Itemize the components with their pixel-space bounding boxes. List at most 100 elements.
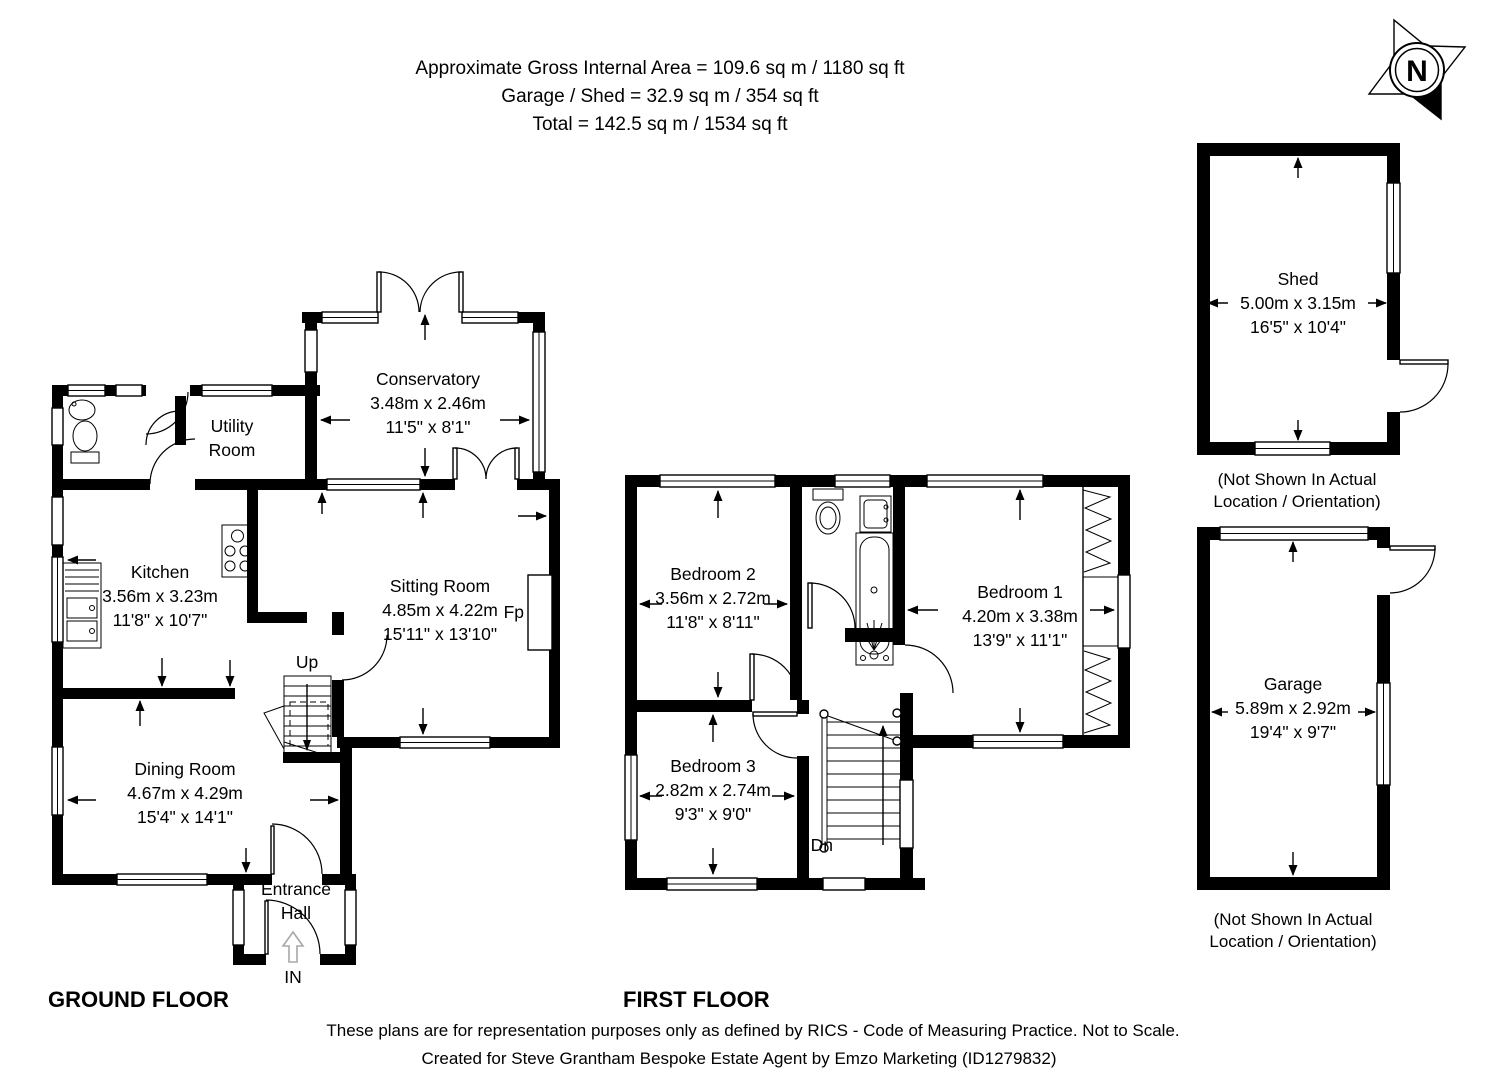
- first-floor-doors: [749, 582, 954, 759]
- bath-tap-icon: [883, 655, 889, 661]
- bedroom2-metric: 3.56m x 2.72m: [655, 588, 771, 608]
- footer-disclaimer: These plans are for representation purpo…: [326, 1021, 1179, 1068]
- door-leaf: [752, 711, 798, 717]
- garage-label: Garage: [1264, 674, 1322, 694]
- kitchen-imperial: 11'8" x 10'7": [113, 610, 208, 630]
- bedroom3-metric: 2.82m x 2.74m: [655, 780, 771, 800]
- wall-segment: [1197, 527, 1210, 890]
- door-opening: [1387, 360, 1400, 412]
- first-floor-plan: Bedroom 2 3.56m x 2.72m 11'8" x 8'11" Be…: [623, 474, 1131, 1012]
- first-floor-title: FIRST FLOOR: [623, 987, 770, 1012]
- bedroom3-imperial: 9'3" x 9'0": [675, 804, 752, 824]
- ground-floor-dimension-arrows: [67, 314, 547, 873]
- credit-text: Created for Steve Grantham Bespoke Estat…: [421, 1049, 1056, 1068]
- first-floor-labels: Bedroom 2 3.56m x 2.72m 11'8" x 8'11" Be…: [623, 564, 1078, 1012]
- wall-segment: [322, 874, 356, 885]
- door-arc: [271, 823, 323, 875]
- door-leaf: [1399, 359, 1449, 365]
- compass-inner-ring: [1394, 47, 1440, 93]
- stair-winder-line: [827, 715, 898, 742]
- conservatory-metric: 3.48m x 2.46m: [370, 393, 486, 413]
- basin-tap-icon: [71, 401, 77, 407]
- shed-location-note: Location / Orientation): [1213, 492, 1380, 511]
- compass-north-label: N: [1406, 55, 1428, 88]
- burner-icon: [231, 529, 244, 543]
- entrance-hall-label: Entrance: [261, 879, 331, 899]
- door-arc: [1399, 363, 1449, 413]
- sink-bowl-icon: [66, 620, 98, 642]
- first-floor-windows: [624, 474, 1131, 891]
- ground-floor-labels: Utility Room Conservatory 3.48m x 2.46m …: [48, 369, 524, 1012]
- total-area-text: Total = 142.5 sq m / 1534 sq ft: [532, 114, 788, 135]
- shed-plan: Shed 5.00m x 3.15m 16'5" x 10'4" (Not Sh…: [1197, 143, 1449, 511]
- bath-tap-icon: [860, 655, 866, 661]
- door-leaf: [376, 271, 382, 313]
- bath-tap-icon: [869, 650, 879, 660]
- door-arc: [341, 634, 388, 681]
- door-opening: [266, 954, 320, 965]
- door-arc: [752, 713, 798, 759]
- sink-unit-icon: [62, 562, 102, 649]
- fireplace-label: Fp: [504, 602, 524, 622]
- door-leaf: [458, 271, 464, 313]
- wall-segment: [893, 475, 905, 645]
- door-arc: [1389, 547, 1436, 594]
- bath-spray-line: [859, 627, 875, 651]
- first-floor-dimension-arrows: [639, 489, 1115, 875]
- door-arc: [809, 582, 856, 629]
- window: [115, 384, 143, 397]
- wardrobe-recess: [1117, 574, 1131, 649]
- bath-spray-line: [873, 627, 890, 651]
- stairs-dn-label: Dn: [811, 835, 833, 855]
- conservatory-imperial: 11'5" x 8'1": [386, 417, 471, 437]
- door-arc: [378, 271, 420, 313]
- first-floor-stairs: [819, 708, 902, 853]
- burner-icon: [224, 560, 236, 572]
- wall-segment: [1197, 877, 1390, 890]
- door-arc: [419, 271, 462, 313]
- entrance-hall-label: Hall: [281, 903, 311, 923]
- rics-disclaimer-text: These plans are for representation purpo…: [326, 1021, 1179, 1040]
- burner-icon: [224, 545, 236, 557]
- basin-tap-icon: [883, 504, 889, 510]
- shed-labels: Shed 5.00m x 3.15m 16'5" x 10'4" (Not Sh…: [1213, 269, 1380, 511]
- newel-post: [819, 843, 829, 853]
- window: [899, 779, 914, 849]
- door-arc: [145, 391, 189, 435]
- shed-dimension-arrows: [1207, 157, 1387, 441]
- basin-icon: [859, 495, 892, 533]
- stairs-up-label: Up: [296, 652, 318, 672]
- plug-icon: [89, 628, 95, 634]
- entrance-in-arrow-icon: [281, 930, 305, 963]
- window: [304, 329, 318, 373]
- wardrobe-hanging-zigzag: [1083, 650, 1113, 734]
- door-leaf: [264, 900, 269, 955]
- utility-room-label: Utility: [211, 416, 254, 436]
- door-opening: [1377, 548, 1390, 595]
- dining-room-metric: 4.67m x 4.29m: [127, 783, 243, 803]
- sitting-room-label: Sitting Room: [390, 576, 490, 596]
- wall-segment: [797, 700, 809, 714]
- door-arc: [904, 644, 954, 694]
- sink-bowl-icon: [66, 597, 98, 619]
- burner-icon: [239, 560, 251, 572]
- stair-direction-arrowhead: [303, 740, 311, 751]
- plug-icon: [89, 605, 95, 611]
- door-opening: [455, 479, 517, 490]
- fireplace-box: [527, 574, 553, 651]
- stair-outline: [283, 675, 332, 761]
- toilet-icon: [815, 501, 841, 535]
- bath-icon: [855, 532, 894, 666]
- wall-segment: [332, 612, 344, 635]
- wall-segment: [1118, 648, 1130, 748]
- bath-spray-line: [866, 622, 875, 651]
- kitchen-metric: 3.56m x 3.23m: [102, 586, 218, 606]
- bath-tub-icon: [859, 536, 890, 655]
- wall-segment: [1118, 475, 1130, 575]
- garage-imperial: 19'4" x 9'7": [1250, 722, 1336, 742]
- newel-post: [819, 709, 829, 719]
- dining-room-imperial: 15'4" x 14'1": [137, 807, 233, 827]
- wall-segment: [625, 700, 752, 712]
- conservatory-label: Conservatory: [376, 369, 480, 389]
